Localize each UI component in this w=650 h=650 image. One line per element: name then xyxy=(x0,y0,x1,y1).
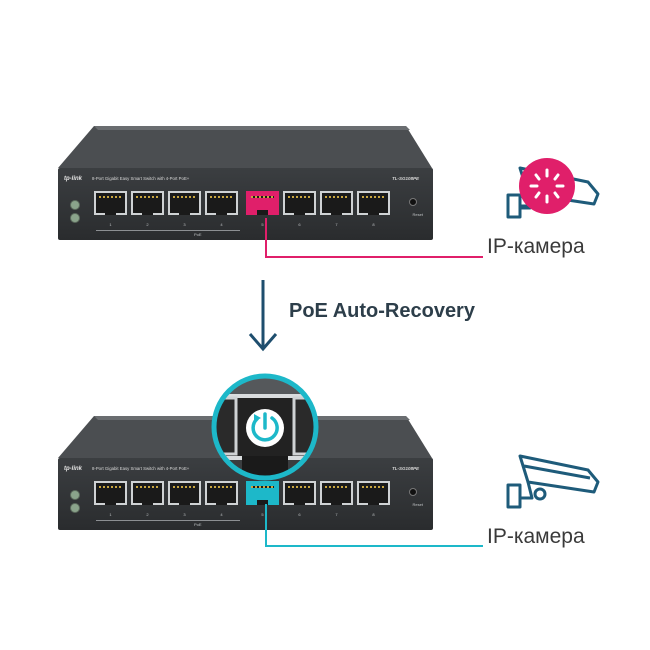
loading-spinner-icon xyxy=(529,168,565,204)
ethernet-port-2[interactable] xyxy=(131,191,164,215)
poe-bracket xyxy=(96,518,240,521)
port-row: 1 2 3 4 5 6 7 8 PoE xyxy=(94,184,394,237)
ethernet-port-7[interactable] xyxy=(320,191,353,215)
switch-model: TL-SG108PE xyxy=(391,466,419,471)
switch-top-front-panel: tp-link 8-Port Gigabit Easy Smart Switch… xyxy=(58,168,433,240)
poe-bracket xyxy=(96,228,240,231)
cctv-camera-icon xyxy=(506,454,600,509)
ethernet-port-1[interactable] xyxy=(94,481,127,505)
brand-logo: tp-link xyxy=(64,466,82,472)
arrow-down-icon xyxy=(248,280,278,352)
ethernet-port-4[interactable] xyxy=(205,481,238,505)
switch-bottom: tp-link 8-Port Gigabit Easy Smart Switch… xyxy=(0,410,440,530)
poe-max-led-icon xyxy=(70,213,80,223)
camera-label-bottom: IP-камера xyxy=(487,525,585,548)
ethernet-port-2[interactable] xyxy=(131,481,164,505)
ethernet-port-7[interactable] xyxy=(320,481,353,505)
ethernet-port-6[interactable] xyxy=(283,191,316,215)
switch-bottom-front-panel: tp-link 8-Port Gigabit Easy Smart Switch… xyxy=(58,458,433,530)
port-number: 3 xyxy=(183,512,186,517)
status-leds xyxy=(62,198,92,228)
brand-logo: tp-link xyxy=(64,176,82,182)
camera-label-top: IP-камера xyxy=(487,235,585,258)
port-number: 5 xyxy=(261,222,264,227)
port-number: 3 xyxy=(183,222,186,227)
switch-description: 8-Port Gigabit Easy Smart Switch with 4-… xyxy=(92,466,190,471)
port-number: 2 xyxy=(146,512,149,517)
poe-max-led-icon xyxy=(70,503,80,513)
switch-top-lid xyxy=(58,126,432,168)
ethernet-port-6[interactable] xyxy=(283,481,316,505)
power-restart-icon xyxy=(246,409,284,447)
page-title: PoE Auto-Recovery xyxy=(289,300,475,322)
switch-description: 8-Port Gigabit Easy Smart Switch with 4-… xyxy=(92,176,190,181)
port-number: 8 xyxy=(372,512,375,517)
port-number: 4 xyxy=(220,512,223,517)
power-led-icon xyxy=(70,490,80,500)
poe-label: PoE xyxy=(194,232,202,237)
ethernet-port-3[interactable] xyxy=(168,481,201,505)
switch-model: TL-SG108PE xyxy=(391,176,419,181)
cctv-camera-icon xyxy=(506,158,600,219)
reset-button[interactable] xyxy=(409,488,417,496)
switch-top: tp-link 8-Port Gigabit Easy Smart Switch… xyxy=(0,120,440,240)
reset-label: Reset xyxy=(412,212,423,217)
poe-label: PoE xyxy=(194,522,202,527)
ethernet-port-5[interactable] xyxy=(246,481,279,505)
port-number: 6 xyxy=(298,512,301,517)
port-number: 2 xyxy=(146,222,149,227)
magnifier-port-zoom xyxy=(211,373,319,481)
ethernet-port-4[interactable] xyxy=(205,191,238,215)
ethernet-port-3[interactable] xyxy=(168,191,201,215)
ethernet-port-8[interactable] xyxy=(357,191,390,215)
port-number: 1 xyxy=(109,222,112,227)
port-number: 1 xyxy=(109,512,112,517)
port-number: 7 xyxy=(335,222,338,227)
reset-button[interactable] xyxy=(409,198,417,206)
power-led-icon xyxy=(70,200,80,210)
status-leds xyxy=(62,488,92,518)
reset-label: Reset xyxy=(412,502,423,507)
port-number: 8 xyxy=(372,222,375,227)
port-number: 6 xyxy=(298,222,301,227)
port-number: 4 xyxy=(220,222,223,227)
ethernet-port-5[interactable] xyxy=(246,191,279,215)
port-number: 7 xyxy=(335,512,338,517)
ethernet-port-1[interactable] xyxy=(94,191,127,215)
ethernet-port-8[interactable] xyxy=(357,481,390,505)
port-number: 5 xyxy=(261,512,264,517)
port-row: 1 2 3 4 5 6 7 8 PoE xyxy=(94,474,394,527)
